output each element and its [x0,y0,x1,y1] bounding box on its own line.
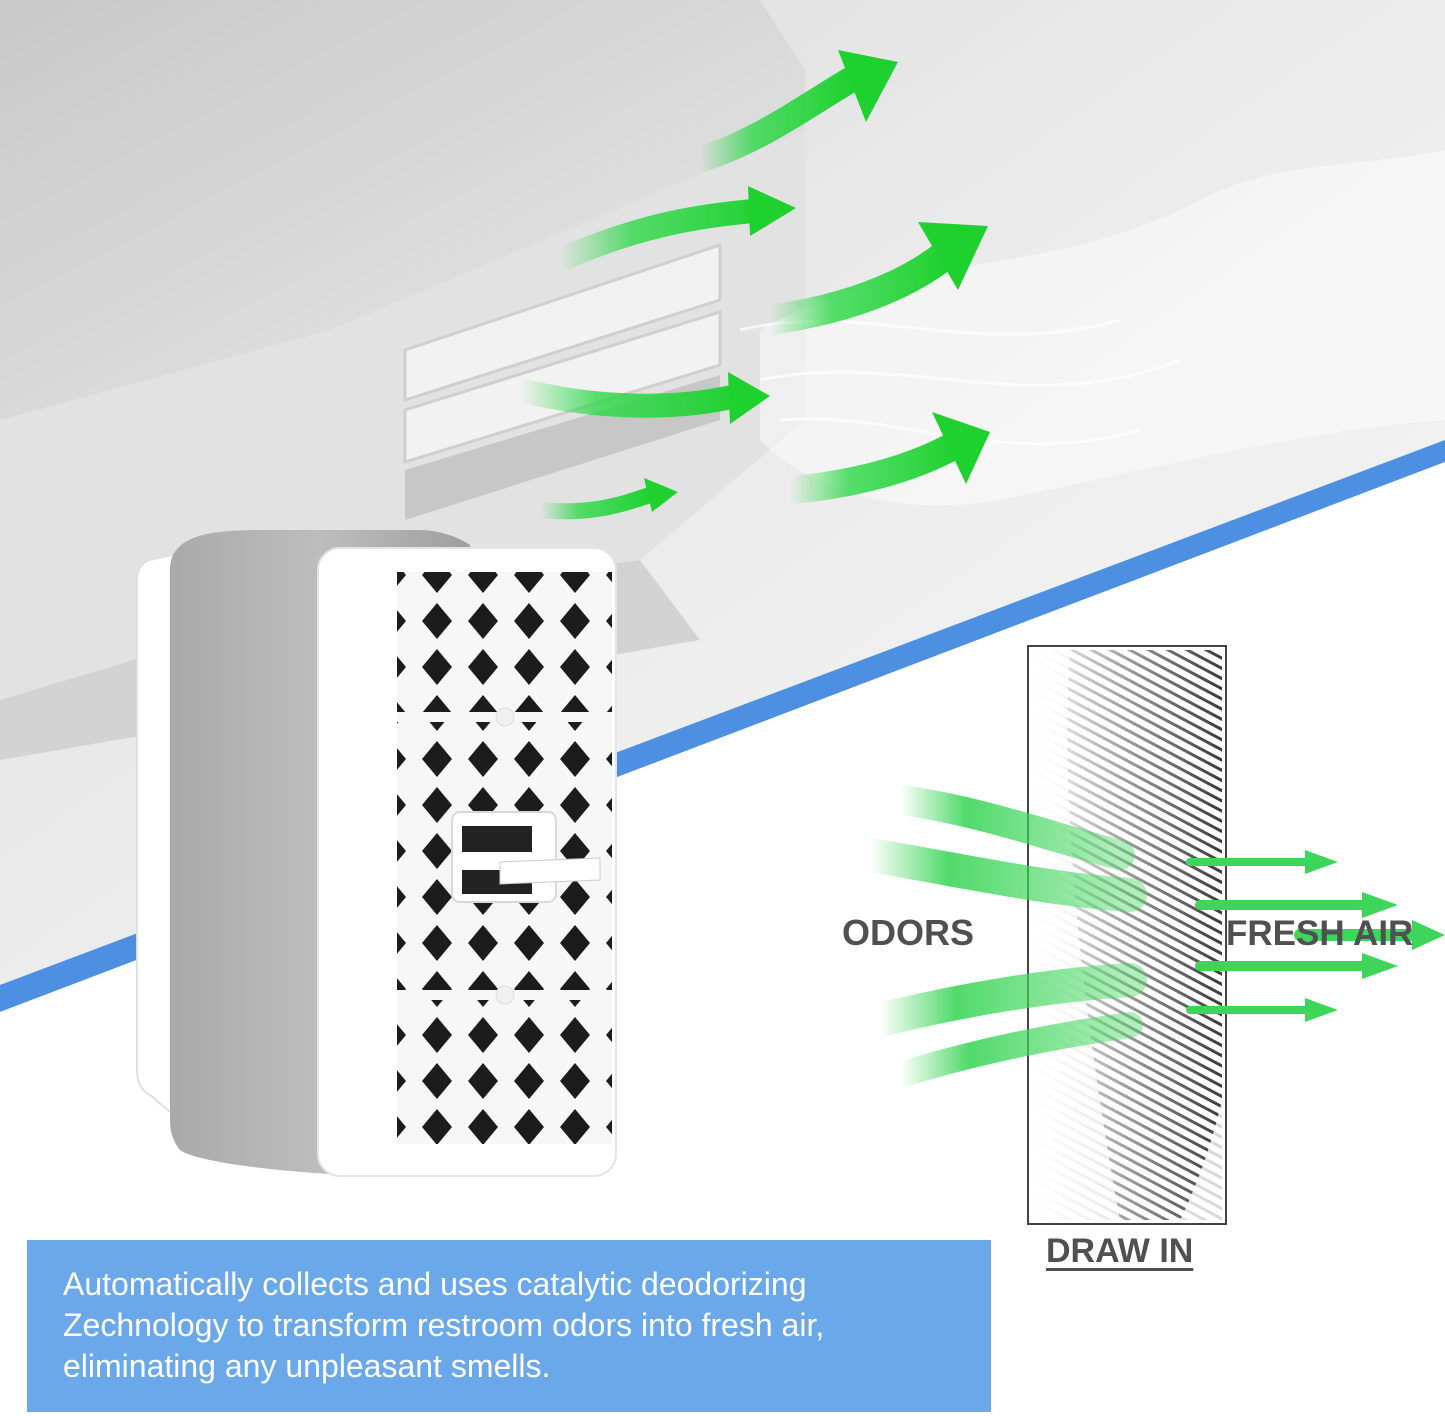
label-fresh-air: FRESH AIR [1226,914,1414,953]
deodorizer-product [136,530,617,1177]
airflow-streams-filter [853,785,1445,1088]
caption-text: Automatically collects and uses catalyti… [63,1266,825,1384]
label-odors: ODORS [842,912,975,953]
airflow-arrows-top [508,50,990,520]
label-draw-in: DRAW IN [1046,1232,1194,1270]
caption-box: Automatically collects and uses catalyti… [27,1240,991,1412]
